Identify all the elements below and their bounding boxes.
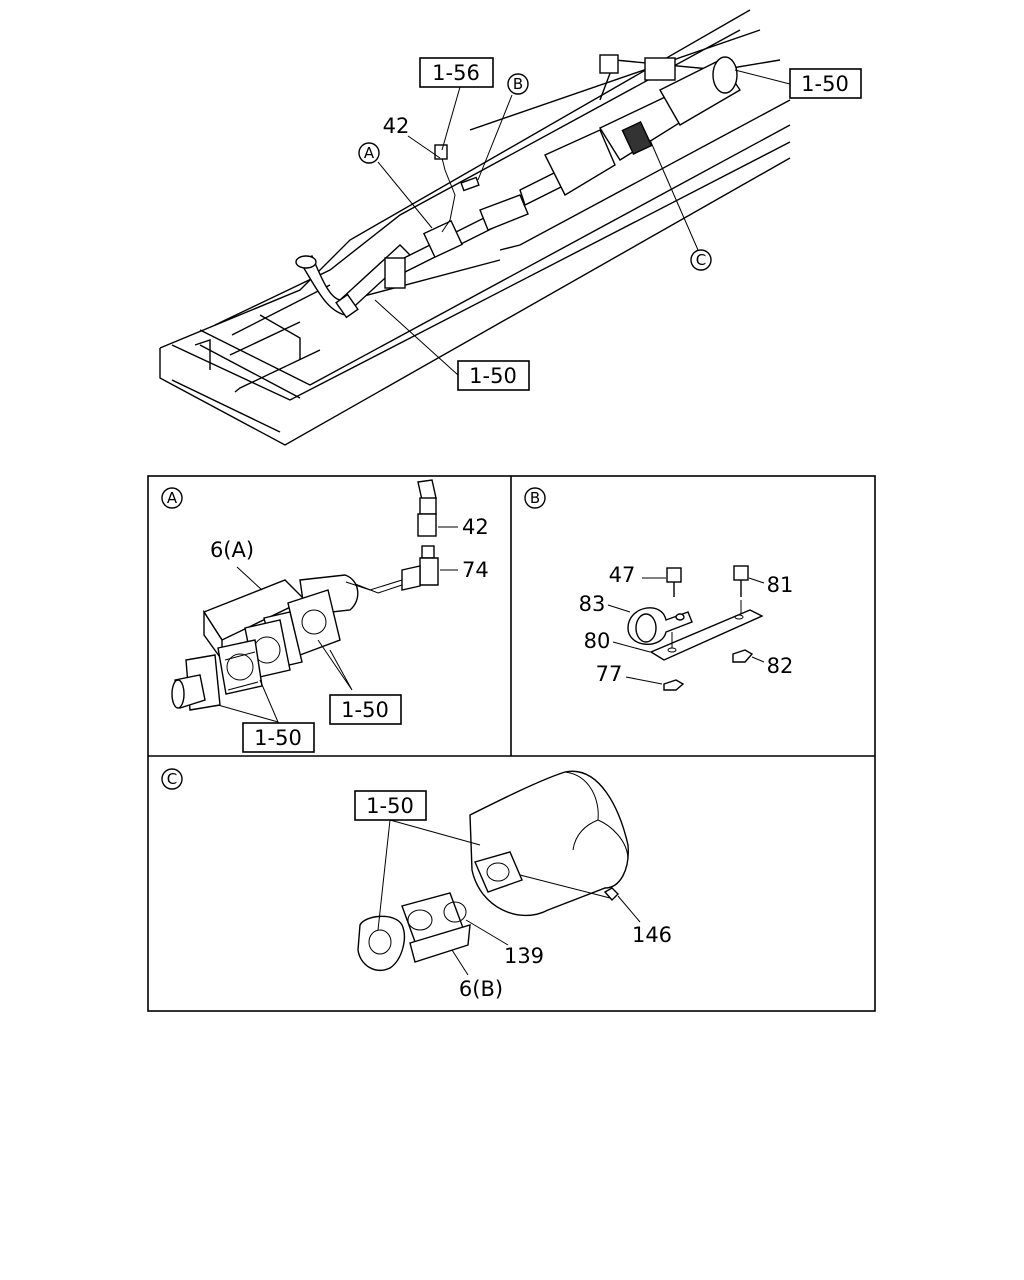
- ref-box-panel-a-lower: [242, 722, 315, 753]
- ref-box-panel-a-upper: [329, 694, 402, 725]
- part-label-81: 81: [767, 573, 794, 597]
- callout-circle-a: [358, 142, 380, 164]
- callout-b: B: [513, 75, 523, 93]
- panel-a-marker-circle: [161, 487, 183, 509]
- panel-b-marker: B: [530, 489, 540, 507]
- callout-c: C: [696, 251, 706, 269]
- part-label-80: 80: [584, 629, 611, 653]
- elbow-74-drawing: [401, 545, 439, 591]
- panel-c-marker-circle: [161, 768, 183, 790]
- leader-callout-b: [477, 94, 513, 181]
- ref-panel-a-upper: 1-50: [341, 698, 389, 722]
- ref-box-1-50-top: [789, 68, 862, 99]
- part-label-42-panel-a: 42: [462, 515, 489, 539]
- callout-circle-c: [690, 249, 712, 271]
- leader-42: [407, 135, 441, 159]
- part-label-83: 83: [579, 592, 606, 616]
- bracket-hardware-drawing: [627, 565, 764, 691]
- exhaust-pipe-run: [295, 54, 741, 319]
- part-label-77: 77: [596, 662, 623, 686]
- leader-1-56: [441, 86, 461, 151]
- ref-1-50-top: 1-50: [801, 72, 849, 96]
- panel-b-marker-circle: [524, 487, 546, 509]
- part-label-74: 74: [462, 558, 489, 582]
- ref-1-50-bottom: 1-50: [469, 364, 517, 388]
- ref-panel-a-lower: 1-50: [254, 726, 302, 750]
- part-label-6b: 6(B): [459, 977, 503, 1001]
- leader-callout-a: [377, 161, 433, 229]
- ref-1-56: 1-56: [432, 61, 480, 85]
- ref-box-1-50-bottom: [457, 360, 530, 391]
- panel-b: B 47 81 83 80: [524, 487, 794, 691]
- panel-c-marker: C: [167, 770, 177, 788]
- panel-a: A 42 74: [161, 479, 489, 753]
- part-label-139: 139: [504, 944, 544, 968]
- part-label-6a: 6(A): [210, 538, 254, 562]
- panel-a-marker: A: [167, 489, 178, 507]
- flange-assembly-drawing: [171, 574, 359, 711]
- part-label-42: 42: [383, 114, 410, 138]
- callout-a: A: [364, 144, 375, 162]
- leader-callout-c: [649, 139, 699, 251]
- part-label-146: 146: [632, 923, 672, 947]
- sensor-42-drawing: [417, 479, 437, 537]
- part-label-47: 47: [609, 563, 636, 587]
- ref-panel-c: 1-50: [366, 794, 414, 818]
- leader-1-50-top: [734, 69, 791, 85]
- panel-c: C 1-50 146 139 6(B): [161, 768, 672, 1001]
- overview-illustration: 1-56 1-50 1-50 42 A B C: [159, 9, 862, 446]
- muffler-drawing: [357, 770, 629, 971]
- chassis-frame: [159, 9, 791, 446]
- callout-circle-b: [507, 73, 529, 95]
- leader-1-50-bottom: [374, 299, 459, 376]
- ref-box-1-56: [419, 57, 494, 88]
- part-label-82: 82: [767, 654, 794, 678]
